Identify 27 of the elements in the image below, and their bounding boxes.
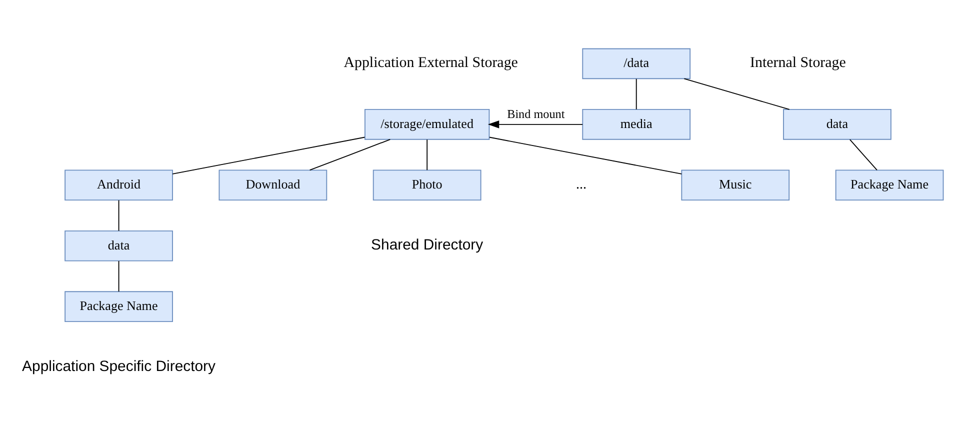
label: ... (576, 177, 586, 192)
connector (309, 138, 391, 171)
label: Internal Storage (750, 55, 846, 72)
label: Shared Directory (371, 236, 484, 254)
arrow (488, 120, 583, 128)
connector (426, 139, 428, 171)
node-box: data (783, 109, 892, 140)
node-box: Package Name (64, 291, 173, 322)
node-box: Download (218, 170, 328, 201)
connector (118, 260, 120, 292)
node-box: /storage/emulated (364, 109, 490, 140)
node-box: media (582, 109, 691, 140)
label: Application External Storage (344, 55, 518, 72)
connector (172, 136, 366, 174)
edge-label: Bind mount (507, 107, 565, 122)
node-box: Music (681, 170, 790, 201)
node-box: Photo (372, 170, 482, 201)
node-box: Android (64, 170, 173, 201)
connector (849, 139, 878, 171)
connector (684, 78, 790, 110)
label: Application Specific Directory (22, 358, 216, 375)
connector (489, 136, 682, 174)
node-box: Package Name (835, 170, 944, 201)
connector (118, 200, 120, 232)
node-box: data (64, 230, 173, 262)
node-box: /data (582, 48, 691, 80)
connector (636, 78, 637, 110)
